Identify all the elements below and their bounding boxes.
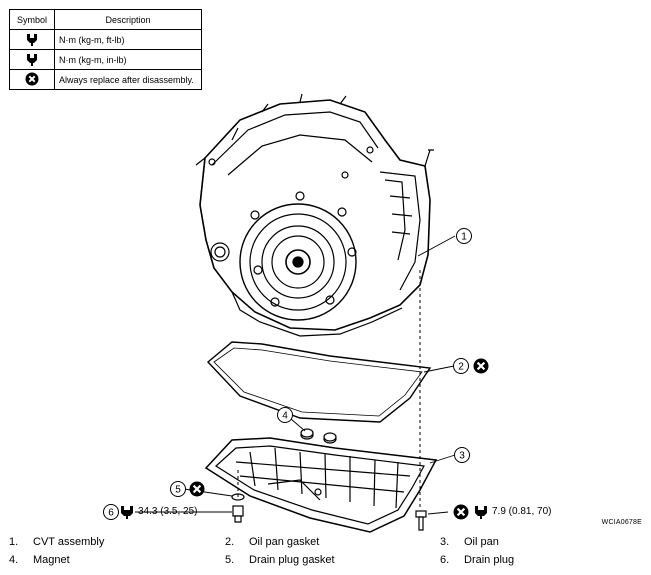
list-item: 3. Oil pan bbox=[440, 536, 499, 548]
oil-pan-bolt-torque-spec: 7.9 (0.81, 70) bbox=[492, 506, 552, 517]
part-name: Drain plug gasket bbox=[249, 554, 335, 566]
callout-4-number: 4 bbox=[282, 411, 288, 422]
oil-pan-drawing bbox=[204, 437, 438, 533]
always-replace-icon bbox=[188, 480, 206, 498]
list-item: 2. Oil pan gasket bbox=[225, 536, 319, 548]
legend-header-row: Symbol Description bbox=[9, 9, 202, 30]
callout-2-number: 2 bbox=[458, 362, 464, 373]
list-item: 1. CVT assembly bbox=[9, 536, 104, 548]
oil-pan-bolt-drawing bbox=[415, 510, 427, 531]
leader-lines bbox=[135, 235, 456, 515]
list-item: 5. Drain plug gasket bbox=[225, 554, 335, 566]
part-name: Oil pan bbox=[464, 536, 499, 548]
alignment-lines bbox=[237, 270, 421, 510]
magnet-drawing bbox=[300, 428, 337, 444]
callout-6: 6 bbox=[103, 504, 133, 520]
part-name: CVT assembly bbox=[33, 536, 105, 548]
always-replace-icon bbox=[472, 357, 490, 375]
torque-wrench-icon bbox=[27, 33, 37, 46]
callout-1: 1 bbox=[456, 228, 472, 244]
figure-reference-code: WCIA0678E bbox=[601, 519, 642, 526]
part-number: 6. bbox=[440, 554, 450, 566]
callout-2: 2 bbox=[453, 357, 490, 375]
always-replace-icon bbox=[452, 503, 470, 521]
oil-pan-gasket-drawing bbox=[206, 341, 432, 423]
drain-plug-drawing bbox=[231, 493, 245, 523]
callout-3: 3 bbox=[454, 447, 470, 463]
callout-4: 4 bbox=[277, 407, 293, 423]
part-number: 2. bbox=[225, 536, 235, 548]
always-replace-icon bbox=[25, 72, 39, 85]
torque-wrench-small-icon bbox=[475, 506, 487, 519]
oil-pan-bolt-symbols bbox=[452, 503, 487, 521]
legend-row: Always replace after disassembly. bbox=[9, 69, 202, 90]
callout-3-number: 3 bbox=[459, 451, 465, 462]
list-item: 4. Magnet bbox=[9, 554, 70, 566]
callout-5-number: 5 bbox=[175, 485, 181, 496]
parts-list: 1. CVT assembly 2. Oil pan gasket 3. Oil pa… bbox=[0, 532, 651, 572]
callout-6-number: 6 bbox=[108, 508, 114, 519]
part-name: Magnet bbox=[33, 554, 70, 566]
symbol-legend-table: Symbol Description N·m (kg-m, ft-lb) N·m… bbox=[9, 9, 202, 90]
part-number: 4. bbox=[9, 554, 19, 566]
part-name: Drain plug bbox=[464, 554, 515, 566]
part-name: Oil pan gasket bbox=[249, 536, 320, 548]
callout-5: 5 bbox=[170, 480, 206, 498]
drain-plug-torque-spec: 34.3 (3.5, 25) bbox=[138, 506, 198, 517]
torque-wrench-icon bbox=[121, 506, 133, 519]
callout-1-number: 1 bbox=[461, 232, 467, 243]
torque-wrench-small-icon bbox=[27, 53, 37, 66]
list-item: 6. Drain plug bbox=[440, 554, 514, 566]
part-number: 3. bbox=[440, 536, 450, 548]
cvt-assembly-drawing bbox=[195, 93, 434, 337]
part-number: 5. bbox=[225, 554, 235, 566]
part-number: 1. bbox=[9, 536, 19, 548]
legend-description: Always replace after disassembly. bbox=[54, 69, 202, 90]
